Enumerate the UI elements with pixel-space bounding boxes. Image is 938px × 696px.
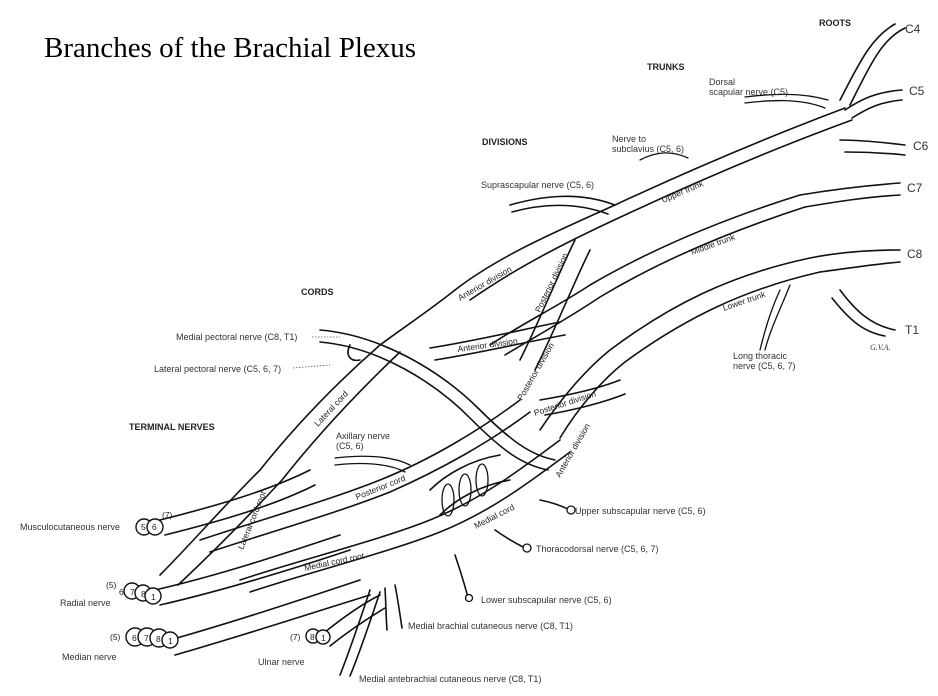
label-anterior-division-middle: Anterior division [457,336,519,354]
seg-radial-5: (5) [106,580,117,590]
root-c8: C8 [907,247,923,261]
label-lower-trunk: Lower trunk [721,289,767,313]
ulnar-xsec [305,628,331,645]
label-musculocutaneous: Musculocutaneous nerve [20,522,120,532]
musculocutaneous-xsec [135,518,164,536]
label-subclavius-line2: subclavius (C5, 6) [612,144,684,154]
label-dorsal-scapular-line2: scapular nerve (C5) [709,87,788,97]
label-radial: Radial nerve [60,598,111,608]
header-roots: ROOTS [819,18,851,28]
root-c4: C4 [905,22,921,36]
label-long-thoracic-line2: nerve (C5, 6, 7) [733,361,796,371]
seg-median-8: 8 [156,634,161,644]
label-medial-cord-root: Medial cord root [303,550,365,573]
page-title: Branches of the Brachial Plexus [44,32,417,64]
seg-ulnar-1: 1 [321,633,326,643]
label-medial-cord: Medial cord [472,502,516,531]
seg-median-1: 1 [168,636,173,646]
seg-musculo-6: 6 [152,522,157,532]
label-long-thoracic-line1: Long thoracic [733,351,788,361]
label-posterior-division-middle: Posterior division [515,341,556,402]
seg-musculo-5: 5 [141,522,146,532]
nerve-illustration [123,23,906,677]
seg-radial-6: 6 [119,587,124,597]
header-cords: CORDS [301,287,334,297]
label-posterior-division-lower: Posterior division [533,388,598,418]
seg-median-6: 6 [132,633,137,643]
label-upper-subscapular: Upper subscapular nerve (C5, 6) [575,506,706,516]
root-c6: C6 [913,139,929,153]
header-divisions: DIVISIONS [482,137,528,147]
seg-radial-1: 1 [151,592,156,602]
seg-radial-8: 8 [141,589,146,599]
header-terminal-nerves: TERMINAL NERVES [129,422,215,432]
label-ulnar: Ulnar nerve [258,657,305,667]
label-thoracodorsal: Thoracodorsal nerve (C5, 6, 7) [536,544,659,554]
label-lower-subscapular: Lower subscapular nerve (C5, 6) [481,595,612,605]
header-trunks: TRUNKS [647,62,685,72]
label-anterior-division-lower: Anterior division [553,421,592,479]
label-middle-trunk: Middle trunk [689,231,737,256]
root-c5: C5 [909,84,925,98]
label-dorsal-scapular-line1: Dorsal [709,77,735,87]
label-suprascapular: Suprascapular nerve (C5, 6) [481,180,594,190]
label-axillary-line1: Axillary nerve [336,431,390,441]
label-medial-pectoral: Medial pectoral nerve (C8, T1) [176,332,297,342]
radial-xsec [123,582,162,605]
label-medial-brachial-cutaneous: Medial brachial cutaneous nerve (C8, T1) [408,621,573,631]
label-median: Median nerve [62,652,117,662]
label-subclavius-line1: Nerve to [612,134,646,144]
root-t1: T1 [905,323,919,337]
seg-ulnar-8: 8 [310,632,315,642]
seg-median-7: 7 [144,633,149,643]
seg-ulnar-7: (7) [290,632,301,642]
seg-radial-7: 7 [130,587,135,597]
root-c7: C7 [907,181,923,195]
label-medial-antebrachial-cutaneous: Medial antebrachial cutaneous nerve (C8,… [359,674,541,684]
label-lateral-pectoral: Lateral pectoral nerve (C5, 6, 7) [154,364,281,374]
artist-signature: G.V.A. [870,343,891,352]
label-axillary-line2: (C5, 6) [336,441,364,451]
median-xsec [125,627,179,649]
seg-musculo-7: (7) [162,510,173,520]
seg-median-5: (5) [110,632,121,642]
